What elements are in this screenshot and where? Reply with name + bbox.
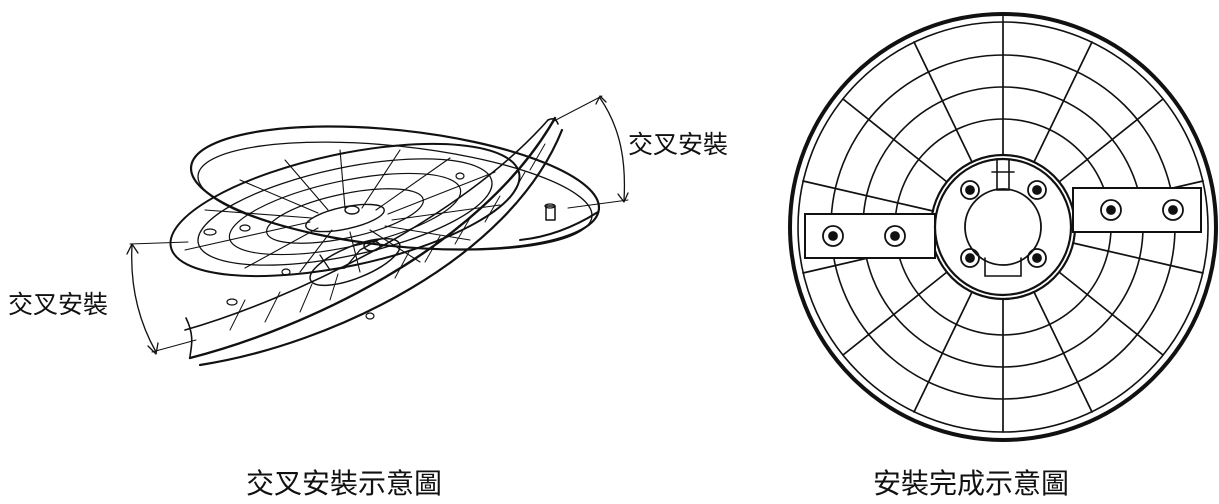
dimension-callout-top <box>551 95 629 209</box>
completed-install-drawing <box>788 12 1218 442</box>
cross-install-label-top: 交叉安裝 <box>628 130 729 159</box>
grille-spokes <box>802 21 1204 433</box>
back-disc <box>189 125 601 251</box>
front-disc <box>184 116 564 367</box>
cross-install-drawing <box>126 95 629 367</box>
dimension-callout-left <box>126 241 197 355</box>
screw-bosses <box>822 180 1184 268</box>
mounting-bar-left <box>804 213 936 259</box>
cross-install-label-left: 交叉安裝 <box>8 290 109 319</box>
mounting-bar-right <box>1072 187 1202 233</box>
tilted-grille <box>169 142 521 278</box>
cross-install-caption: 交叉安裝示意圖 <box>246 467 443 500</box>
completed-install-caption: 安裝完成示意圖 <box>873 467 1070 500</box>
